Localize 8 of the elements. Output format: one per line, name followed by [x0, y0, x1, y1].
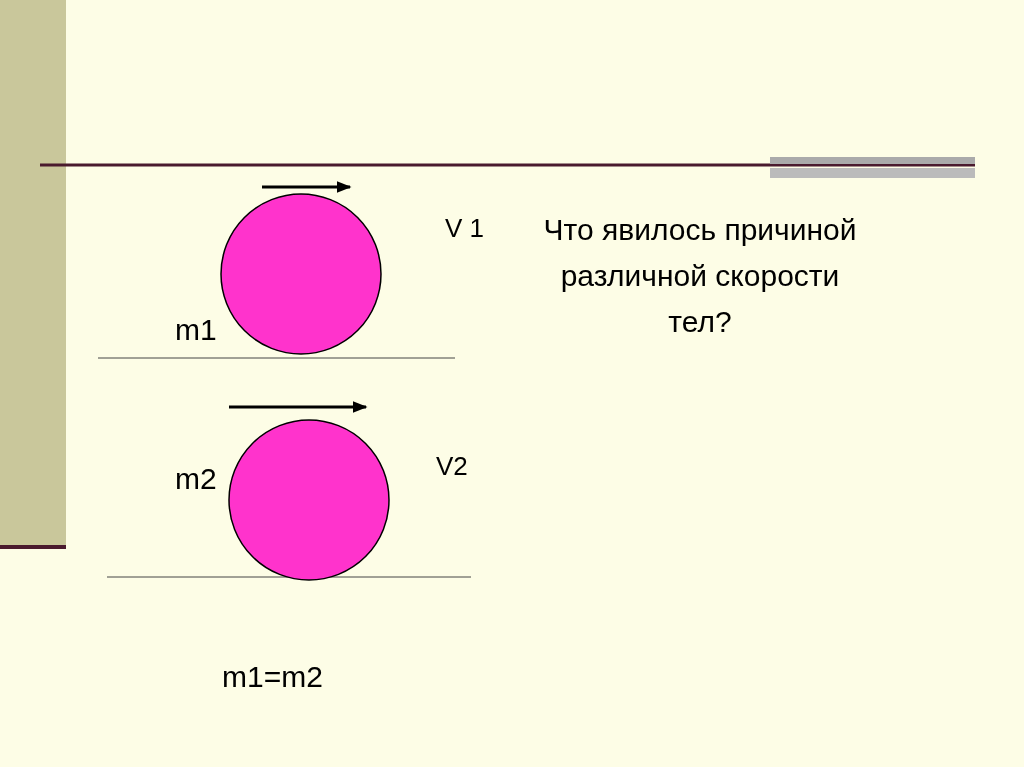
mass-label: m2 — [175, 461, 217, 497]
velocity-label: V 1 — [445, 213, 485, 245]
mass-label: m1 — [175, 312, 217, 348]
circle-body — [228, 419, 390, 581]
velocity-label: V2 — [436, 451, 468, 483]
circle-body — [220, 193, 382, 355]
equation-text: m1=m2 — [222, 659, 323, 695]
question-text: Что явилось причиной различной скорости тел? — [542, 212, 858, 340]
